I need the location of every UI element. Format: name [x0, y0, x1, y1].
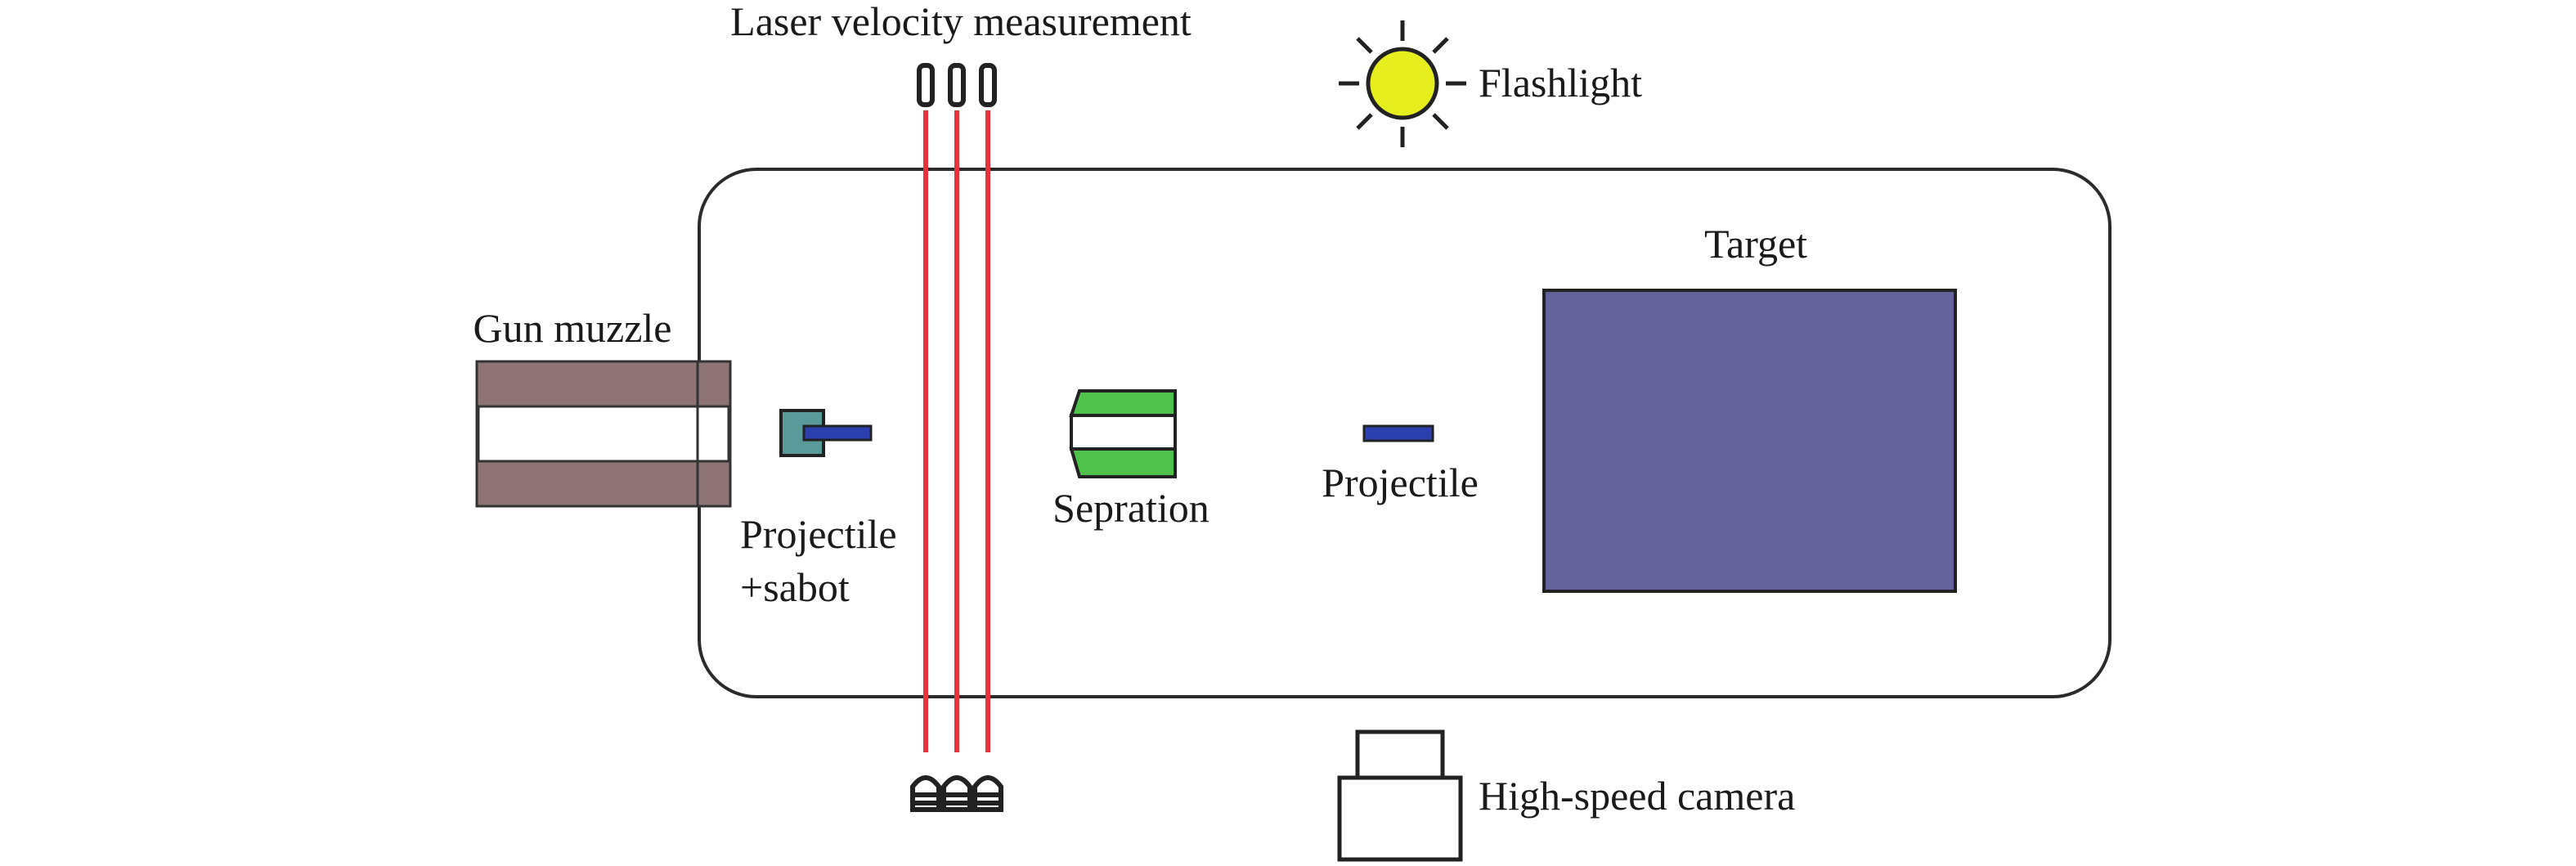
target-label: Target: [1704, 221, 1807, 267]
laser-emitters: [917, 63, 997, 107]
separation-icon: [1069, 389, 1177, 478]
laser-receivers: [910, 775, 1003, 812]
camera-icon: [1337, 729, 1463, 862]
projectile-sabot-label-line1: Projectile: [740, 511, 897, 557]
projectile-label: Projectile: [1322, 460, 1479, 505]
separation-label: Sepration: [1052, 485, 1209, 531]
projectile-sabot-icon: [779, 409, 873, 457]
camera-label: High-speed camera: [1479, 773, 1795, 819]
target-plate: [1542, 289, 1957, 593]
laser-beams: [923, 110, 990, 752]
gun-muzzle: [475, 360, 732, 508]
laser-label: Laser velocity measurement: [730, 0, 1192, 44]
projectile-icon: [1362, 424, 1434, 442]
projectile-sabot-label-line2: +sabot: [740, 564, 850, 610]
flashlight-icon: [1339, 20, 1466, 147]
flashlight-label: Flashlight: [1479, 60, 1642, 105]
gun-muzzle-label: Gun muzzle: [473, 305, 672, 351]
